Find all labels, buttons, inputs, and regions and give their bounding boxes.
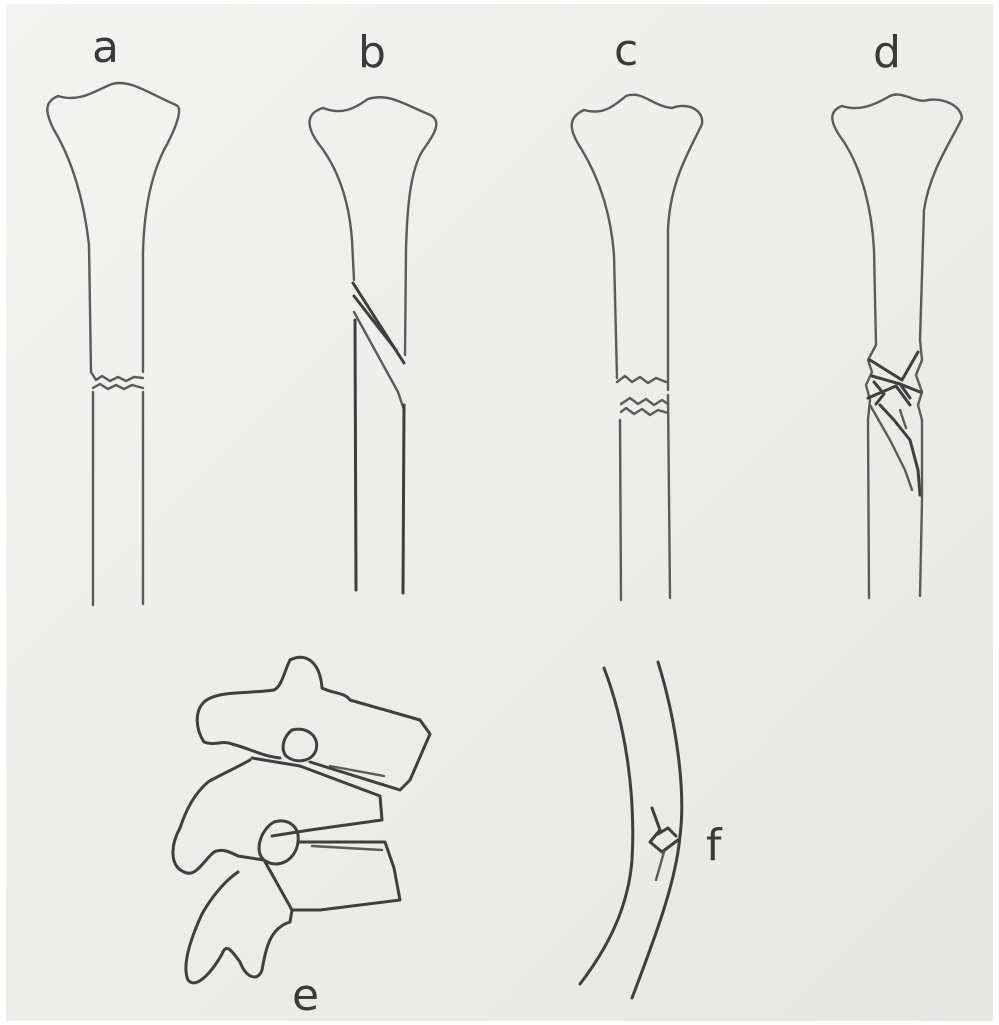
bone-a-transverse-fracture <box>47 83 179 605</box>
bone-d-comminuted-fracture <box>832 94 962 598</box>
label-e: e <box>292 970 319 1021</box>
bone-c-displaced-fracture <box>572 95 702 600</box>
label-a: a <box>92 22 119 73</box>
vertebrae-compression-fracture <box>173 657 430 983</box>
label-c: c <box>614 25 638 76</box>
label-d: d <box>873 27 901 78</box>
label-b: b <box>358 27 386 78</box>
bone-b-oblique-fracture <box>310 97 437 593</box>
bent-bone-greenstick-fracture <box>580 662 682 998</box>
label-f: f <box>706 820 723 871</box>
